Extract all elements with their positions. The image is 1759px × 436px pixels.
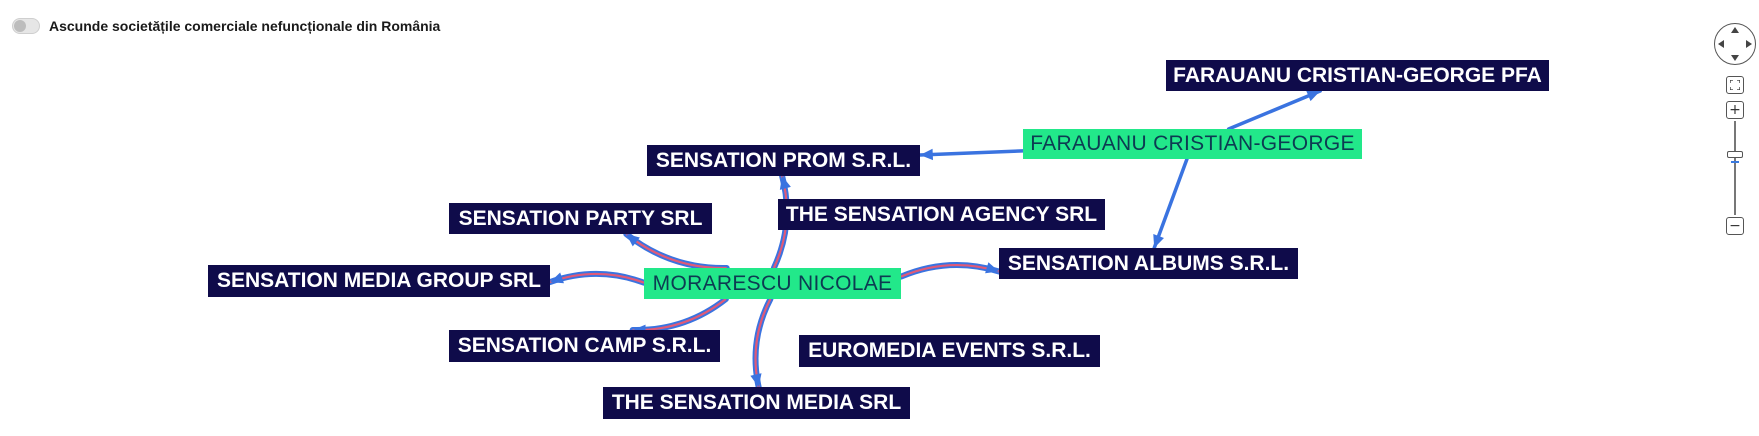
hide-inactive-companies-toggle[interactable]	[12, 18, 40, 34]
node-sensation-albums[interactable]: SENSATION ALBUMS S.R.L.	[999, 248, 1298, 279]
edge-morarescu-to-sensation_albums	[898, 262, 1002, 280]
node-euromedia-events[interactable]: EUROMEDIA EVENTS S.R.L.	[799, 335, 1100, 367]
fit-screen-icon	[1730, 80, 1740, 90]
node-sensation-prom[interactable]: SENSATION PROM S.R.L.	[647, 145, 920, 176]
node-sensation-camp[interactable]: SENSATION CAMP S.R.L.	[449, 330, 720, 362]
edge-farauanu-to-sensation_albums	[1152, 157, 1189, 250]
node-farauanu-cristian-george[interactable]: FARAUANU CRISTIAN-GEORGE	[1023, 129, 1362, 159]
edge-morarescu-to-sensation_media_group	[547, 270, 647, 286]
fit-to-screen-button[interactable]	[1726, 76, 1744, 94]
node-the-sensation-media[interactable]: THE SENSATION MEDIA SRL	[603, 387, 910, 419]
toggle-knob	[14, 20, 26, 32]
pan-up-icon[interactable]	[1731, 27, 1739, 33]
node-farauanu-cristian-george-pfa[interactable]: FARAUANU CRISTIAN-GEORGE PFA	[1166, 60, 1549, 91]
node-the-sensation-agency[interactable]: THE SENSATION AGENCY SRL	[778, 199, 1105, 230]
pan-navigation-control[interactable]	[1714, 23, 1756, 65]
zoom-out-button[interactable]: −	[1726, 217, 1744, 235]
edge-morarescu-to-sensation_media	[750, 296, 774, 390]
zoom-in-button[interactable]: +	[1726, 101, 1744, 119]
edge-farauanu-to-farauanu_pfa	[1226, 89, 1322, 131]
node-sensation-party[interactable]: SENSATION PARTY SRL	[449, 203, 712, 234]
pan-right-icon[interactable]	[1746, 40, 1752, 48]
edge-morarescu-to-sensation_party	[623, 231, 730, 272]
pan-left-icon[interactable]	[1718, 40, 1724, 48]
node-morarescu-nicolae[interactable]: MORARESCU NICOLAE	[644, 268, 901, 299]
edge-farauanu-to-sensation_prom	[918, 148, 1025, 161]
hide-inactive-companies-label: Ascunde societățile comerciale nefuncțio…	[49, 18, 441, 34]
zoom-slider-marker	[1731, 161, 1739, 163]
pan-down-icon[interactable]	[1731, 55, 1739, 61]
zoom-slider-handle[interactable]	[1727, 151, 1743, 158]
node-sensation-media-group[interactable]: SENSATION MEDIA GROUP SRL	[208, 265, 550, 297]
zoom-slider-track[interactable]	[1734, 121, 1736, 215]
filter-toggle-row: Ascunde societățile comerciale nefuncțio…	[12, 18, 440, 34]
